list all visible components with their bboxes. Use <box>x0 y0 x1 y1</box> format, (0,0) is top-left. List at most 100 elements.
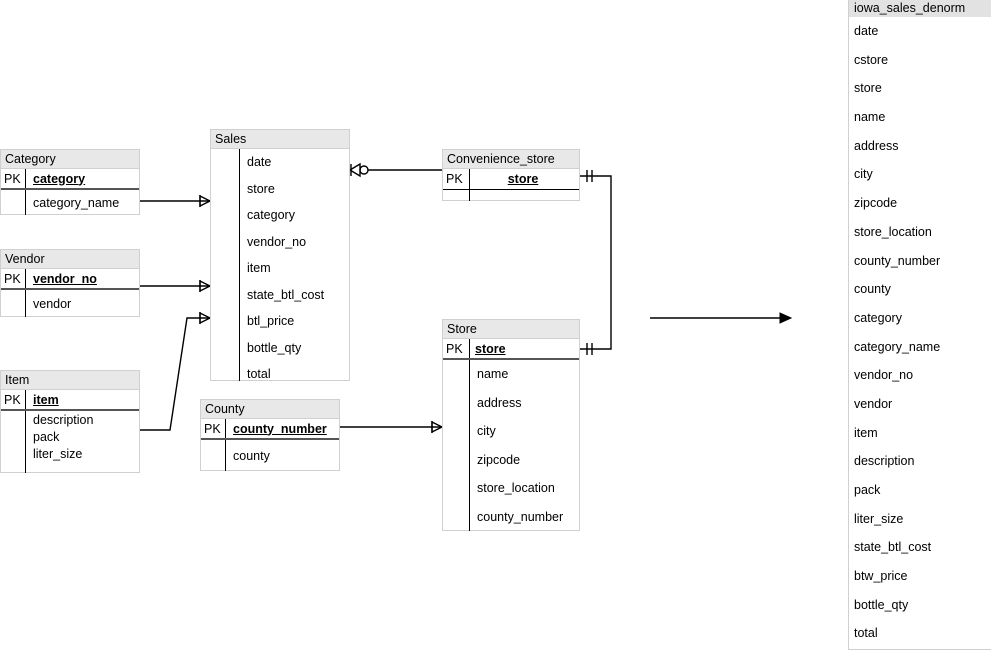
entity-store[interactable]: Store PK store name address city zipcode <box>442 319 580 531</box>
denorm-column-list: date cstore store name address city zipc… <box>849 17 991 648</box>
column-divider <box>469 169 470 201</box>
denorm-column: category <box>854 310 902 325</box>
denorm-column: county <box>854 282 891 297</box>
column-divider <box>25 269 26 317</box>
entity-sales-attribute-label: vendor_no <box>247 234 307 249</box>
entity-store-pk-field: store <box>475 341 506 356</box>
entity-sales-attribute: item <box>211 255 349 282</box>
entity-category-pk-row: PK category <box>1 169 139 190</box>
entity-sales-attribute: total <box>211 361 349 388</box>
denorm-column: date <box>854 24 879 38</box>
entity-sales-attribute-label: total <box>247 367 271 382</box>
denorm-column: city <box>854 167 873 182</box>
entity-sales-attribute-label: btl_price <box>247 314 295 329</box>
connector-sales-to-convenience-store <box>349 162 442 178</box>
denorm-column: btw_price <box>854 569 908 584</box>
entity-sales[interactable]: Sales date store category vendor_no item <box>210 129 350 381</box>
pk-label: PK <box>4 171 21 186</box>
column-divider <box>239 149 240 381</box>
entity-category[interactable]: Category PK category category_name <box>0 149 140 215</box>
entity-sales-attribute: vendor_no <box>211 229 349 256</box>
entity-item[interactable]: Item PK item description pack liter_size <box>0 370 140 473</box>
entity-county[interactable]: County PK county_number county <box>200 399 340 471</box>
entity-store-attribute: store_location <box>443 474 579 503</box>
column-divider <box>469 339 470 531</box>
denorm-column: total <box>854 626 878 641</box>
denorm-column: address <box>854 138 899 153</box>
entity-county-attribute-label: county <box>233 448 270 463</box>
denorm-column: vendor <box>854 396 893 411</box>
connector-category-to-sales <box>140 194 211 208</box>
entity-convenience-store-pk-field: store <box>507 172 539 186</box>
entity-sales-attribute-label: state_btl_cost <box>247 287 325 302</box>
entity-category-attribute: category_name <box>1 190 139 215</box>
denorm-column: store <box>854 81 882 96</box>
entity-convenience-store-empty-body <box>443 190 579 201</box>
entity-county-pk-field: county_number <box>233 421 327 436</box>
entity-store-attribute-label: name <box>477 367 509 382</box>
denorm-column: name <box>854 110 886 125</box>
column-divider <box>25 169 26 215</box>
entity-item-attribute: pack <box>1 428 139 445</box>
entity-vendor-attribute: vendor <box>1 290 139 317</box>
entity-item-attribute-label: liter_size <box>33 446 83 461</box>
entity-item-pk-field: item <box>33 392 59 407</box>
entity-vendor-pk-field: vendor_no <box>33 271 97 286</box>
entity-convenience-store-title: Convenience_store <box>443 150 579 169</box>
entity-sales-attribute: state_btl_cost <box>211 282 349 309</box>
connector-county-to-store <box>340 420 443 434</box>
entity-sales-attribute-label: category <box>247 208 295 223</box>
pk-label: PK <box>204 421 221 436</box>
pk-label: PK <box>446 341 463 356</box>
entity-sales-attribute-label: date <box>247 155 272 170</box>
entity-sales-title: Sales <box>211 130 349 149</box>
connector-convenience-store-to-store <box>580 170 612 355</box>
entity-vendor-attribute-label: vendor <box>33 296 72 311</box>
entity-vendor[interactable]: Vendor PK vendor_no vendor <box>0 249 140 317</box>
entity-sales-attribute: bottle_qty <box>211 335 349 362</box>
entity-county-attribute: county <box>201 440 339 471</box>
pk-label: PK <box>4 271 21 286</box>
entity-sales-attribute-label: store <box>247 181 275 196</box>
column-divider <box>225 419 226 471</box>
denorm-column: pack <box>854 483 881 497</box>
entity-sales-attribute: store <box>211 176 349 203</box>
entity-item-attribute: description <box>1 411 139 428</box>
connector-vendor-to-sales <box>140 279 211 293</box>
column-divider <box>25 390 26 473</box>
denorm-column: category_name <box>854 339 941 354</box>
entity-store-attribute-label: store_location <box>477 481 555 496</box>
denorm-column: bottle_qty <box>854 597 909 612</box>
entity-store-attribute-label: address <box>477 395 522 410</box>
entity-convenience-store-pk-row: PK store <box>443 169 579 190</box>
entity-vendor-pk-row: PK vendor_no <box>1 269 139 290</box>
entity-store-attribute-label: city <box>477 424 496 439</box>
entity-store-attribute: city <box>443 417 579 446</box>
entity-category-title: Category <box>1 150 139 169</box>
entity-sales-attribute: date <box>211 149 349 176</box>
entity-store-attribute-label: county_number <box>477 509 564 524</box>
denorm-column: zipcode <box>854 196 898 211</box>
denorm-column: liter_size <box>854 511 904 526</box>
entity-store-attribute: name <box>443 360 579 389</box>
entity-item-pk-row: PK item <box>1 390 139 411</box>
denorm-column: vendor_no <box>854 368 914 383</box>
entity-item-attribute-label: pack <box>33 429 60 444</box>
entity-store-attribute: zipcode <box>443 446 579 475</box>
entity-store-attribute: address <box>443 389 579 418</box>
entity-vendor-title: Vendor <box>1 250 139 269</box>
denorm-table[interactable]: iowa_sales_denorm date cstore store name… <box>848 0 991 650</box>
pk-label: PK <box>4 392 21 407</box>
entity-store-pk-row: PK store <box>443 339 579 360</box>
denorm-column: cstore <box>854 52 889 67</box>
pk-label: PK <box>446 172 463 186</box>
entity-store-attribute: county_number <box>443 503 579 532</box>
entity-convenience-store[interactable]: Convenience_store PK store <box>442 149 580 201</box>
denorm-column: state_btl_cost <box>854 540 932 555</box>
entity-county-pk-row: PK county_number <box>201 419 339 440</box>
entity-store-attribute-label: zipcode <box>477 452 521 467</box>
entity-sales-attribute-label: item <box>247 261 271 276</box>
entity-county-title: County <box>201 400 339 419</box>
connector-model-to-denorm-arrow <box>650 312 793 324</box>
